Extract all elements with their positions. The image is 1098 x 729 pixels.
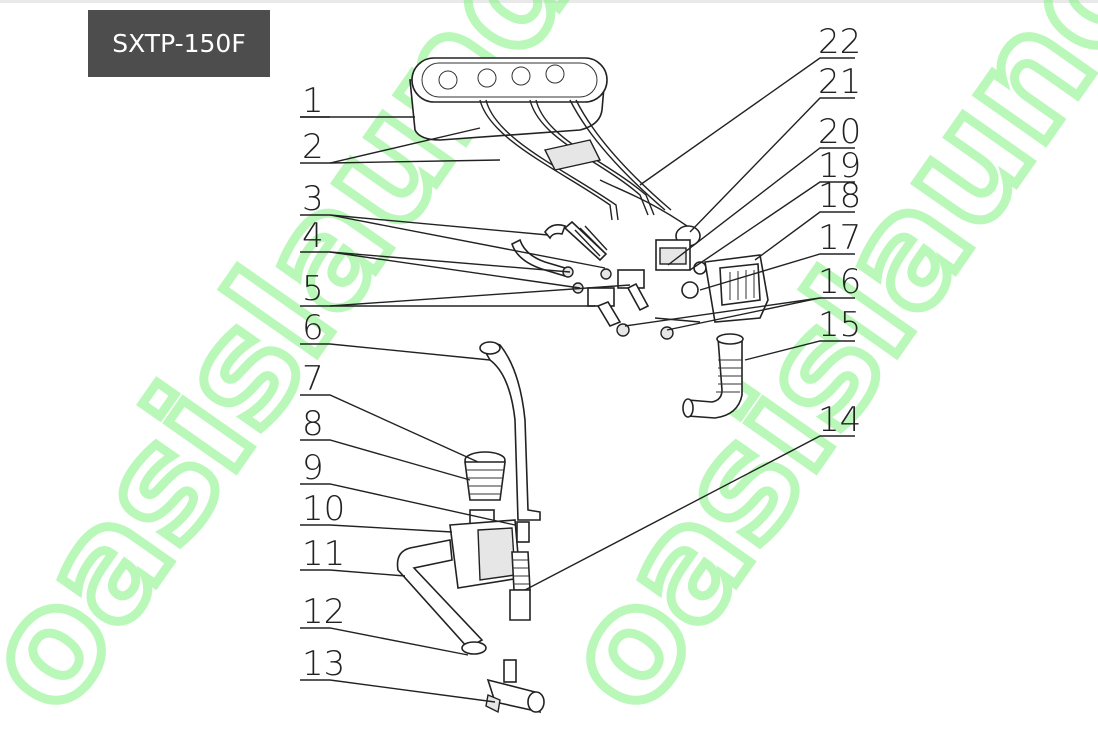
callout-16: 16 [818,262,861,302]
inlet-hoses-part [511,220,674,340]
callout-14: 14 [818,400,861,440]
callout-2: 2 [302,127,324,167]
tubes-part [479,99,691,229]
callout-5: 5 [302,269,324,309]
drain-pump-part [449,451,531,621]
leader-lines [300,57,855,703]
model-badge: SXTP-150F [88,10,270,77]
callout-12: 12 [302,592,345,632]
callout-4: 4 [302,216,324,256]
callout-6: 6 [302,308,324,348]
callout-13: 13 [302,644,345,684]
callout-11: 11 [302,534,345,574]
callout-15: 15 [818,305,861,345]
drain-hose-part [682,333,744,419]
callout-1: 1 [302,81,324,121]
callout-22: 22 [818,22,861,62]
top-divider [0,0,1098,3]
callout-3: 3 [302,179,324,219]
svg-text:oasislaundry.ru: oasislaundry.ru [527,0,1098,729]
callout-20: 20 [818,112,861,152]
callout-7: 7 [302,359,324,399]
callout-10: 10 [302,489,345,529]
callout-17: 17 [818,218,861,258]
control-panel-part [409,57,608,141]
overflow-hose-part [479,341,541,521]
callout-19: 19 [818,146,861,186]
callout-labels: 1 2 3 4 5 6 7 8 9 10 11 12 13 14 15 16 1… [302,22,861,684]
callout-8: 8 [302,404,324,444]
callout-21: 21 [818,62,861,102]
elbow-hose-part [396,539,545,714]
callout-9: 9 [302,448,324,488]
valve-assembly-part [654,225,769,323]
callout-18: 18 [818,176,861,216]
